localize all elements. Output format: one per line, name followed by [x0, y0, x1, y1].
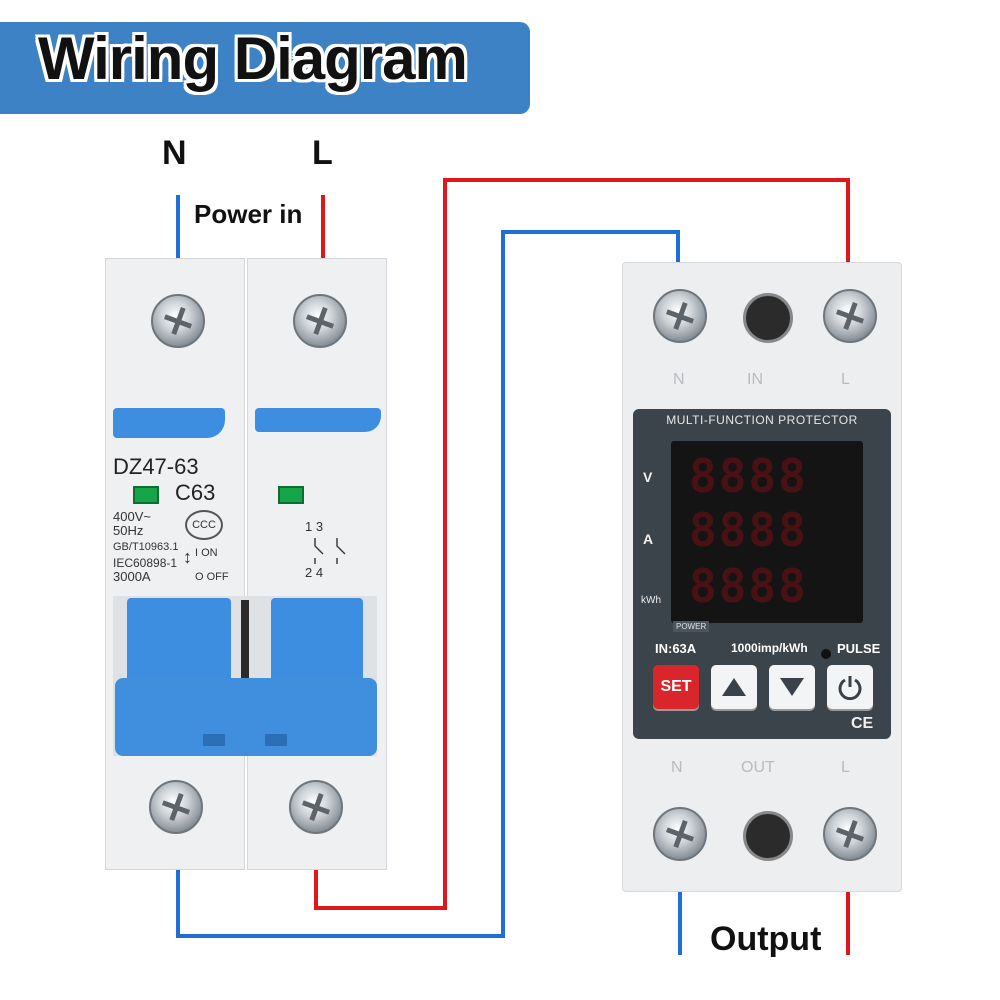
breaker-handle-bar[interactable]	[115, 678, 377, 756]
lcd-display: 8888 8888 8888	[671, 441, 863, 623]
neutral-link-wire	[176, 230, 680, 938]
line-link-wire	[314, 178, 850, 910]
power-icon	[838, 676, 862, 701]
screw-icon	[149, 780, 203, 834]
output-label: Output	[710, 920, 822, 958]
impulse-label: 1000imp/kWh	[731, 641, 808, 655]
neutral-label: N	[162, 134, 187, 172]
screw-icon	[823, 807, 877, 861]
current-digits: 8888	[689, 503, 808, 557]
mount-hole	[743, 811, 793, 861]
breaker-off-label: O OFF	[195, 571, 229, 583]
ce-mark: CE	[851, 715, 874, 732]
switch-symbol-icon	[314, 538, 346, 564]
handle-slot	[265, 734, 287, 746]
terminal-l-out: L	[841, 759, 850, 776]
breaker-indicator	[133, 486, 159, 504]
display-label-a: A	[643, 531, 654, 547]
terminal-bottom-label: 2 4	[305, 565, 324, 580]
ccc-mark-icon: CCC	[185, 510, 223, 540]
power-indicator-label: POWER	[673, 621, 710, 632]
line-label: L	[312, 134, 333, 172]
panel-header: MULTI-FUNCTION PROTECTOR	[666, 413, 858, 427]
screw-icon	[653, 289, 707, 343]
breaker-divider	[241, 600, 249, 680]
terminal-in: IN	[747, 371, 763, 388]
power-in-label: Power in	[194, 199, 303, 229]
screw-icon	[823, 289, 877, 343]
mount-hole	[743, 293, 793, 343]
breaker-voltage: 400V~	[113, 509, 151, 524]
breaker-pole-right	[247, 258, 387, 870]
handle-slot	[203, 734, 225, 746]
up-arrow-icon	[722, 678, 746, 696]
energy-digits: 8888	[689, 559, 808, 613]
page-title: Wiring Diagram	[38, 25, 468, 92]
multi-function-protector: N IN L MULTI-FUNCTION PROTECTOR 8888 888…	[622, 262, 902, 892]
screw-icon	[289, 780, 343, 834]
terminal-n-out: N	[671, 759, 683, 776]
screw-icon	[653, 807, 707, 861]
voltage-digits: 8888	[689, 449, 808, 503]
title-banner	[0, 22, 530, 114]
terminal-out: OUT	[741, 759, 775, 776]
breaker-label-tab	[113, 408, 225, 438]
breaker-pole-left	[105, 258, 245, 870]
set-button-label: SET	[660, 678, 692, 695]
screw-icon	[151, 294, 205, 348]
breaker-label-tab	[255, 408, 381, 432]
breaker-capacity: 3000A	[113, 569, 151, 584]
set-button[interactable]: SET	[653, 665, 699, 709]
breaker-standard-1: GB/T10963.1	[113, 541, 179, 553]
breaker-frequency: 50Hz	[113, 523, 144, 538]
breaker-rating: C63	[175, 480, 216, 505]
down-arrow-icon	[780, 678, 804, 696]
circuit-breaker: DZ47-63 C63 400V~ 50Hz CCC GB/T10963.1 I…	[105, 258, 387, 870]
rating-label: IN:63A	[655, 641, 697, 656]
breaker-standard-2: IEC60898-1	[113, 556, 178, 570]
screw-icon	[293, 294, 347, 348]
up-button[interactable]	[711, 665, 757, 709]
power-button[interactable]	[827, 665, 873, 709]
breaker-indicator	[278, 486, 304, 504]
pulse-led	[821, 649, 831, 659]
terminal-top-label: 1 3	[305, 519, 324, 534]
down-button[interactable]	[769, 665, 815, 709]
breaker-on-label: I ON	[195, 547, 218, 559]
breaker-model: DZ47-63	[113, 454, 199, 479]
display-label-kwh: kWh	[641, 595, 661, 606]
updown-arrow-icon: ↕	[183, 547, 192, 567]
pulse-label: PULSE	[837, 641, 881, 656]
terminal-l-in: L	[841, 371, 850, 388]
display-label-v: V	[643, 469, 653, 485]
protector-panel: MULTI-FUNCTION PROTECTOR 8888 8888 8888 …	[633, 409, 891, 739]
terminal-n-in: N	[673, 371, 685, 388]
